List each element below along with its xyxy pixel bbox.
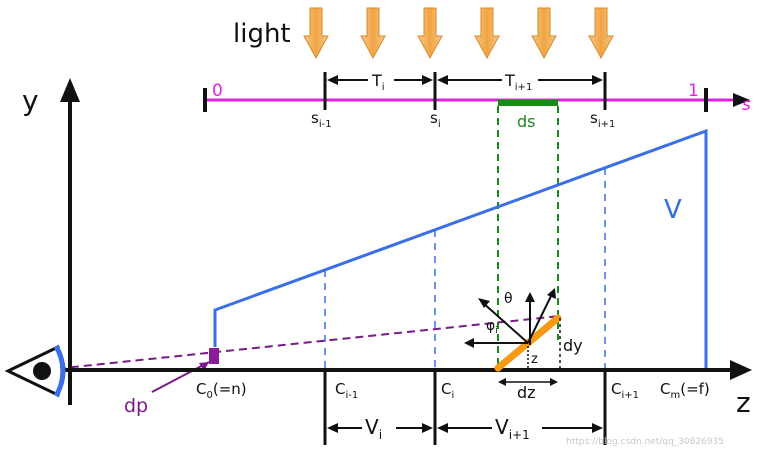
light-arrows — [303, 7, 614, 60]
interval-Vi1-label-bg — [492, 414, 542, 440]
interval-Ti-arrow-left — [327, 75, 338, 85]
z-ticks: C0(=n) Ci-1 Ci Ci+1 Cm(=f) — [196, 372, 710, 445]
z-label: z — [531, 352, 538, 367]
theta-label: θ — [504, 291, 513, 307]
watermark: https://blog.csdn.net/qq_30826935 — [566, 437, 724, 447]
eye-icon — [4, 344, 66, 398]
dy-label: dy — [563, 336, 583, 355]
s-tick-label-i: si — [430, 109, 441, 130]
s-axis-end-label: 1 — [688, 81, 699, 101]
reflected-vector — [527, 291, 554, 344]
frustum: V — [213, 128, 708, 370]
light-label: light — [233, 19, 291, 49]
view-ray — [44, 315, 561, 371]
light-arrow — [474, 7, 500, 60]
light-arrow — [303, 7, 329, 60]
interval-Vi1-label: Vi+1 — [495, 415, 530, 442]
z-tick-label-cm: Cm(=f) — [660, 380, 710, 401]
z-axis-arrowhead — [730, 360, 752, 380]
view-vector-head — [464, 338, 474, 348]
reflected-vector-head — [547, 288, 556, 299]
interval-Ti1-label: Ti+1 — [504, 71, 532, 93]
dz-arrow-left — [498, 378, 506, 386]
s-axis-start-label: 0 — [212, 81, 223, 101]
interval-Ti1-label-bg — [502, 68, 538, 90]
phi-label: φi — [486, 318, 498, 336]
z-axis-label: z — [736, 386, 751, 419]
frustum-outline — [213, 128, 708, 370]
light-arrow — [588, 7, 614, 60]
interval-Vi-label: Vi — [365, 415, 382, 442]
frustum-label: V — [664, 195, 682, 225]
s-axis-label: s — [742, 95, 751, 115]
interval-Ti1-arrow-right — [592, 75, 603, 85]
interval-Ti-arrow-right — [422, 75, 433, 85]
s-tick-label-i-1: si-1 — [311, 109, 332, 130]
z-tick-label-ci+1: Ci+1 — [611, 380, 639, 401]
interval-Vi-label-bg — [362, 414, 396, 440]
light-arrow — [417, 7, 443, 60]
interval-Vi1-arrow-right — [592, 423, 603, 433]
s-tick-label-i+1: si+1 — [590, 109, 615, 130]
s-axis-arrowhead — [733, 93, 750, 107]
z-tick-label-ci: Ci — [441, 380, 454, 401]
light-arrow — [531, 7, 557, 60]
dz-label: dz — [517, 383, 536, 402]
y-axis-label: y — [22, 84, 39, 117]
volume-intervals: Vi Vi+1 — [327, 414, 603, 442]
dp-marker — [209, 348, 219, 364]
interval-Ti-label: Ti — [371, 71, 385, 93]
light-direction-head — [525, 292, 535, 302]
normal-vector-head — [478, 298, 490, 308]
dp-pointer — [151, 361, 210, 393]
interval-Ti1-arrow-left — [437, 75, 448, 85]
eye-lens — [53, 344, 66, 398]
interval-Vi-arrow-left — [327, 423, 338, 433]
s-axis: 0 1 s si-1 si si+1 Ti Ti+1 ds — [203, 68, 751, 131]
light-arrow — [360, 7, 386, 60]
dp-pointer-head — [199, 362, 209, 371]
normal-vector — [481, 301, 529, 344]
interval-Vi1-arrow-left — [437, 423, 448, 433]
interval-Vi-arrow-right — [422, 423, 433, 433]
z-tick-label-ci-1: Ci-1 — [335, 380, 358, 401]
surface-element: θ φi z dy dz — [464, 288, 583, 402]
dp-label: dp — [124, 395, 148, 417]
dz-arrow-right — [550, 378, 558, 386]
interval-Ti-label-bg — [368, 68, 394, 90]
ds-label: ds — [517, 112, 536, 131]
y-axis-arrowhead — [60, 78, 80, 102]
z-tick-label-c0: C0(=n) — [196, 380, 247, 401]
eye-pupil — [33, 362, 51, 380]
